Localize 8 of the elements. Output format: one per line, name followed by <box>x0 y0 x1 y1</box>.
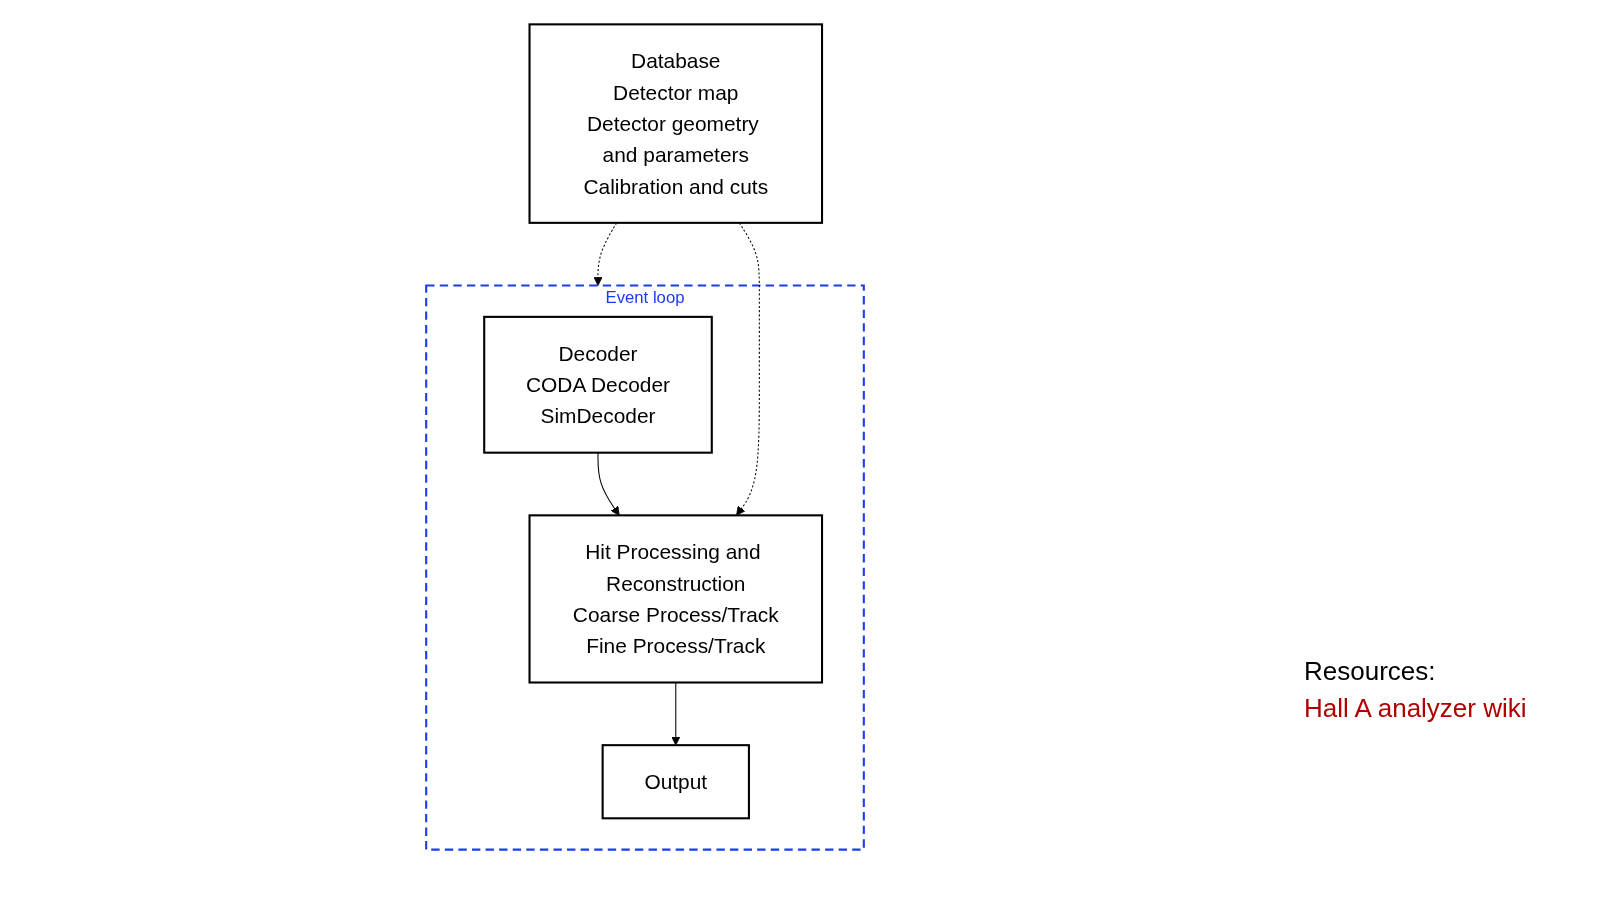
node-box: Output <box>601 744 750 820</box>
node-box: Decoder CODA Decoder SimDecoder <box>483 315 713 454</box>
arrow <box>671 682 681 746</box>
link-text: Hall A analyzer wiki <box>1304 693 1528 724</box>
note-label: Resources: <box>1304 656 1437 687</box>
node-box: Database Detector map Detector geometry and parameters Calibration and cuts <box>528 23 824 224</box>
arrow <box>597 452 620 516</box>
node-box: Hit Processing and Reconstruction Coarse Process/Track Fine Process/Track <box>528 514 824 684</box>
